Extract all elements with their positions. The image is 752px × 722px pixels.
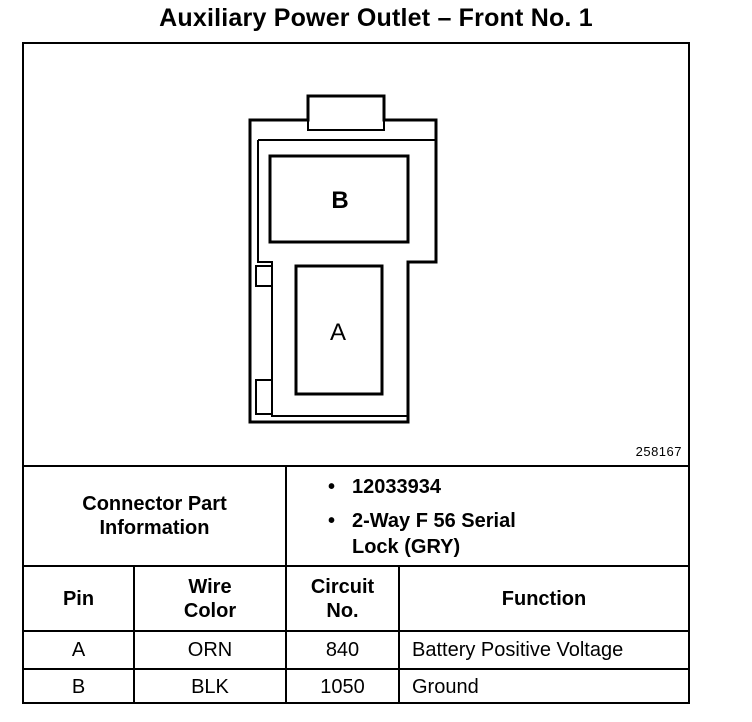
connector-info-label-line2: Information: [99, 517, 210, 539]
header-circuit: Circuit No.: [310, 575, 375, 622]
table-row-b-function: Ground: [412, 675, 479, 698]
divider-row-a-bottom: [22, 668, 690, 670]
latch-notch: [307, 120, 385, 131]
connector-diagram: B A: [248, 94, 438, 424]
list-item: • 12033934: [328, 474, 516, 500]
connector-info-label: Connector Part Information: [24, 467, 285, 565]
header-pin: Pin: [62, 587, 95, 610]
cavity-a: [294, 264, 384, 396]
table-row-b-pin: B: [71, 675, 86, 698]
cavity-b-label: B: [331, 187, 348, 214]
page-title: Auxiliary Power Outlet – Front No. 1: [159, 4, 593, 32]
connector-description-line2: Lock (GRY): [352, 536, 461, 558]
connector-info-label-line1: Connector Part: [82, 493, 227, 515]
connector-inner-outline: [257, 139, 436, 417]
bullet-icon: •: [328, 510, 336, 532]
table-row-a-circuit: 840: [325, 638, 360, 661]
connector-description-line1: 2-Way F 56 Serial: [352, 510, 516, 532]
cavity-a-label: A: [330, 319, 346, 346]
table-row-b-circuit: 1050: [320, 675, 365, 698]
table-row-b-wire-color: BLK: [191, 675, 229, 698]
reference-number: 258167: [635, 444, 682, 459]
cavity-b: [268, 154, 410, 244]
divider-pin-col: [133, 565, 135, 704]
divider-header-bottom: [22, 630, 690, 632]
divider-info-bottom: [22, 565, 690, 567]
part-number: 12033934: [352, 476, 441, 498]
divider-info-vertical: [285, 465, 287, 704]
bullet-icon: •: [328, 476, 336, 498]
side-tab-upper: [255, 265, 273, 287]
outer-frame: [22, 42, 690, 704]
table-row-a-pin: A: [71, 638, 86, 661]
divider-circuit-col: [398, 565, 400, 704]
divider-diagram-bottom: [22, 465, 690, 467]
header-function: Function: [501, 587, 587, 610]
header-wire-color: Wire Color: [183, 575, 237, 622]
connector-outline: [248, 94, 438, 424]
table-row-a-function: Battery Positive Voltage: [412, 638, 624, 661]
list-item: • 2-Way F 56 Serial Lock (GRY): [328, 508, 516, 560]
table-row-a-wire-color: ORN: [187, 638, 233, 661]
side-tab-lower: [255, 379, 273, 415]
connector-info-list: • 12033934 • 2-Way F 56 Serial Lock (GRY…: [328, 474, 516, 560]
